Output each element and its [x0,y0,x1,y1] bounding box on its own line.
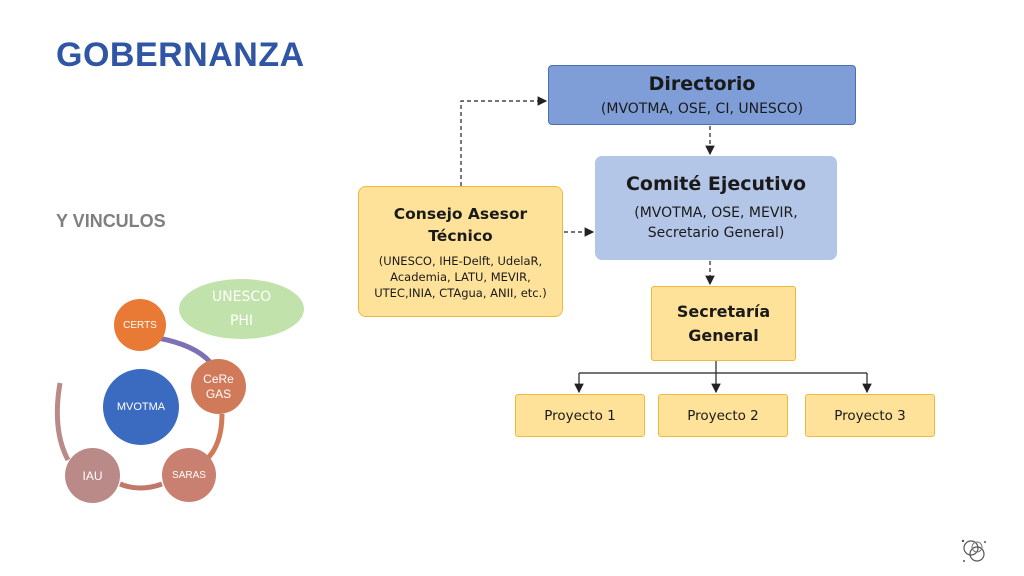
saras-node: SARAS [162,448,216,502]
cere-gas-node: CeRe GAS [191,359,246,414]
iau-node: IAU [65,448,120,503]
comite-ejecutivo-box: Comité Ejecutivo (MVOTMA, OSE, MEVIR, Se… [595,156,837,260]
secretaria-title: Secretaría General [676,301,771,345]
certs-node: CERTS [114,299,166,351]
connector-secretaria-bus [579,361,867,374]
page-title: GOBERNANZA [56,36,305,74]
phi-label: PHI [229,313,254,329]
consejo-members: (UNESCO, IHE-Delft, UdelaR, Academia, LA… [374,253,547,300]
mvotma-node: MVOTMA [103,369,179,445]
consejo-asesor-box: Consejo Asesor Técnico (UNESCO, IHE-Delf… [358,186,563,317]
comite-members: (MVOTMA, OSE, MEVIR, Secretario General) [634,205,798,241]
connector-consejo-directorio [460,96,548,186]
cycle-arc-certs-cere [157,335,212,364]
directorio-title: Directorio [648,73,756,95]
directorio-box: Directorio (MVOTMA, OSE, CI, UNESCO) [548,65,856,125]
proyecto-2-box: Proyecto 2 [658,394,788,437]
comite-title: Comité Ejecutivo [625,173,807,195]
secretaria-box: Secretaría General [651,286,796,361]
cycle-arc-saras-iau [119,481,163,491]
cere-gas-label: CeRe GAS [203,371,234,401]
swirl-logo-icon [961,539,986,562]
cycle-arc-iau-open [54,382,71,462]
consejo-title: Consejo Asesor Técnico [393,204,528,245]
page-subtitle: Y VINCULOS [56,211,166,231]
directorio-members: (MVOTMA, OSE, CI, UNESCO) [600,101,804,117]
proyecto-1-box: Proyecto 1 [515,394,645,437]
cycle-arc-cere-saras [204,413,225,462]
proyecto-3-box: Proyecto 3 [805,394,935,437]
unesco-phi-ellipse: UNESCO PHI [179,279,304,339]
unesco-label: UNESCO [211,289,272,305]
